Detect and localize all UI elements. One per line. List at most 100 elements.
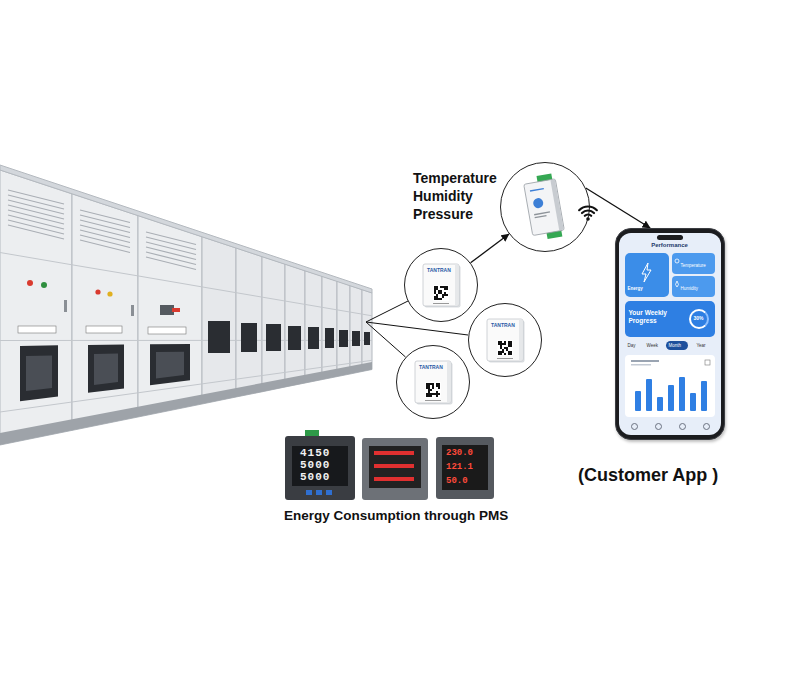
tab-label: Month [669, 344, 682, 349]
switchgear-lineup [0, 165, 372, 445]
qr-module [502, 349, 504, 351]
device-side [550, 179, 563, 230]
qr-module [446, 286, 448, 288]
louver-slot [80, 240, 130, 253]
phone-frame: PerformanceEnergyTemperatureHumidityYour… [615, 228, 725, 440]
qr-ground [425, 382, 441, 398]
qr-module [438, 387, 440, 389]
meter-body [362, 438, 428, 500]
sensor-side [455, 264, 459, 305]
selector-switch [160, 305, 174, 315]
panel [285, 264, 305, 387]
qr-module [440, 292, 442, 294]
qr-module [444, 292, 446, 294]
panel [322, 276, 337, 380]
qr-module [506, 347, 508, 349]
meter-reading: 121.1 [446, 461, 473, 474]
roof-cap [0, 165, 372, 293]
leader-line [366, 322, 406, 357]
qr-module [428, 391, 430, 393]
qr-module [442, 296, 444, 298]
gateway-device [500, 162, 590, 252]
qr-module [426, 385, 428, 387]
meter-body [285, 436, 355, 500]
qr-module [500, 345, 502, 347]
louver-slot [146, 247, 196, 260]
device-print [529, 187, 543, 191]
meter-terminal [305, 430, 319, 437]
relay-window [352, 331, 360, 346]
breakers [20, 321, 370, 401]
name-plate [86, 326, 122, 333]
progress-value: 30% [689, 316, 709, 321]
qr-module [436, 391, 438, 393]
qr-module [504, 347, 506, 349]
qr-module [498, 341, 500, 343]
qr-module [500, 341, 502, 343]
qr-module [508, 351, 510, 353]
qr-module [502, 351, 504, 353]
sensor-body [415, 361, 451, 403]
relay-window [308, 327, 319, 349]
compartment-line [0, 253, 202, 287]
wifi-dot [586, 217, 590, 221]
door-handle [64, 300, 67, 312]
qr-module [510, 341, 512, 343]
qr-module [426, 393, 428, 395]
tab-label: Day [628, 344, 636, 349]
progress-title: Your Weekly Progress [629, 309, 675, 325]
indicator-lamp [107, 291, 112, 296]
segment [374, 464, 414, 468]
qr-module [428, 383, 430, 385]
chart-bar [635, 391, 641, 411]
louver-slot [146, 242, 196, 255]
qr-module [428, 395, 430, 397]
louver-slot [80, 210, 130, 223]
chart-bar [657, 397, 663, 411]
qr-module [440, 286, 442, 288]
device-case [523, 178, 564, 235]
qr-module [444, 294, 446, 296]
louver-slot [146, 252, 196, 265]
door-handle [131, 305, 134, 316]
qr-module [438, 292, 440, 294]
breaker [150, 344, 190, 385]
relay-window [266, 324, 281, 351]
meter-segments [374, 451, 414, 481]
qr-module [500, 351, 502, 353]
qr-module [438, 383, 440, 385]
qr-module [428, 387, 430, 389]
chart-bar [668, 385, 674, 411]
louver-slot [80, 230, 130, 243]
qr-module [510, 351, 512, 353]
sensor-print [497, 358, 513, 359]
meter-screen [369, 446, 421, 488]
qr-module [430, 383, 432, 385]
qr-module [442, 294, 444, 296]
wifi-icon [579, 206, 597, 220]
qr-module [434, 290, 436, 292]
sensor-parameters-label: Temperature Humidity Pressure [413, 169, 497, 223]
qr-module [508, 343, 510, 345]
chart-card [625, 355, 715, 417]
qr-module [430, 389, 432, 391]
qr-module [498, 343, 500, 345]
qr-module [508, 353, 510, 355]
sensor-body [487, 319, 523, 361]
qr-module [436, 383, 438, 385]
panel [72, 194, 138, 431]
nav-icon [679, 423, 686, 430]
louver-slot [80, 235, 130, 248]
qr-module [506, 349, 508, 351]
nav-icon [655, 423, 662, 430]
relay-window [288, 326, 301, 350]
louver-slot [80, 225, 130, 238]
qr-module [430, 393, 432, 395]
breaker [20, 345, 58, 401]
relay-window [364, 332, 370, 345]
qr-module [434, 286, 436, 288]
chart-icon [705, 360, 710, 365]
qr-module [446, 288, 448, 290]
qr-module [426, 387, 428, 389]
